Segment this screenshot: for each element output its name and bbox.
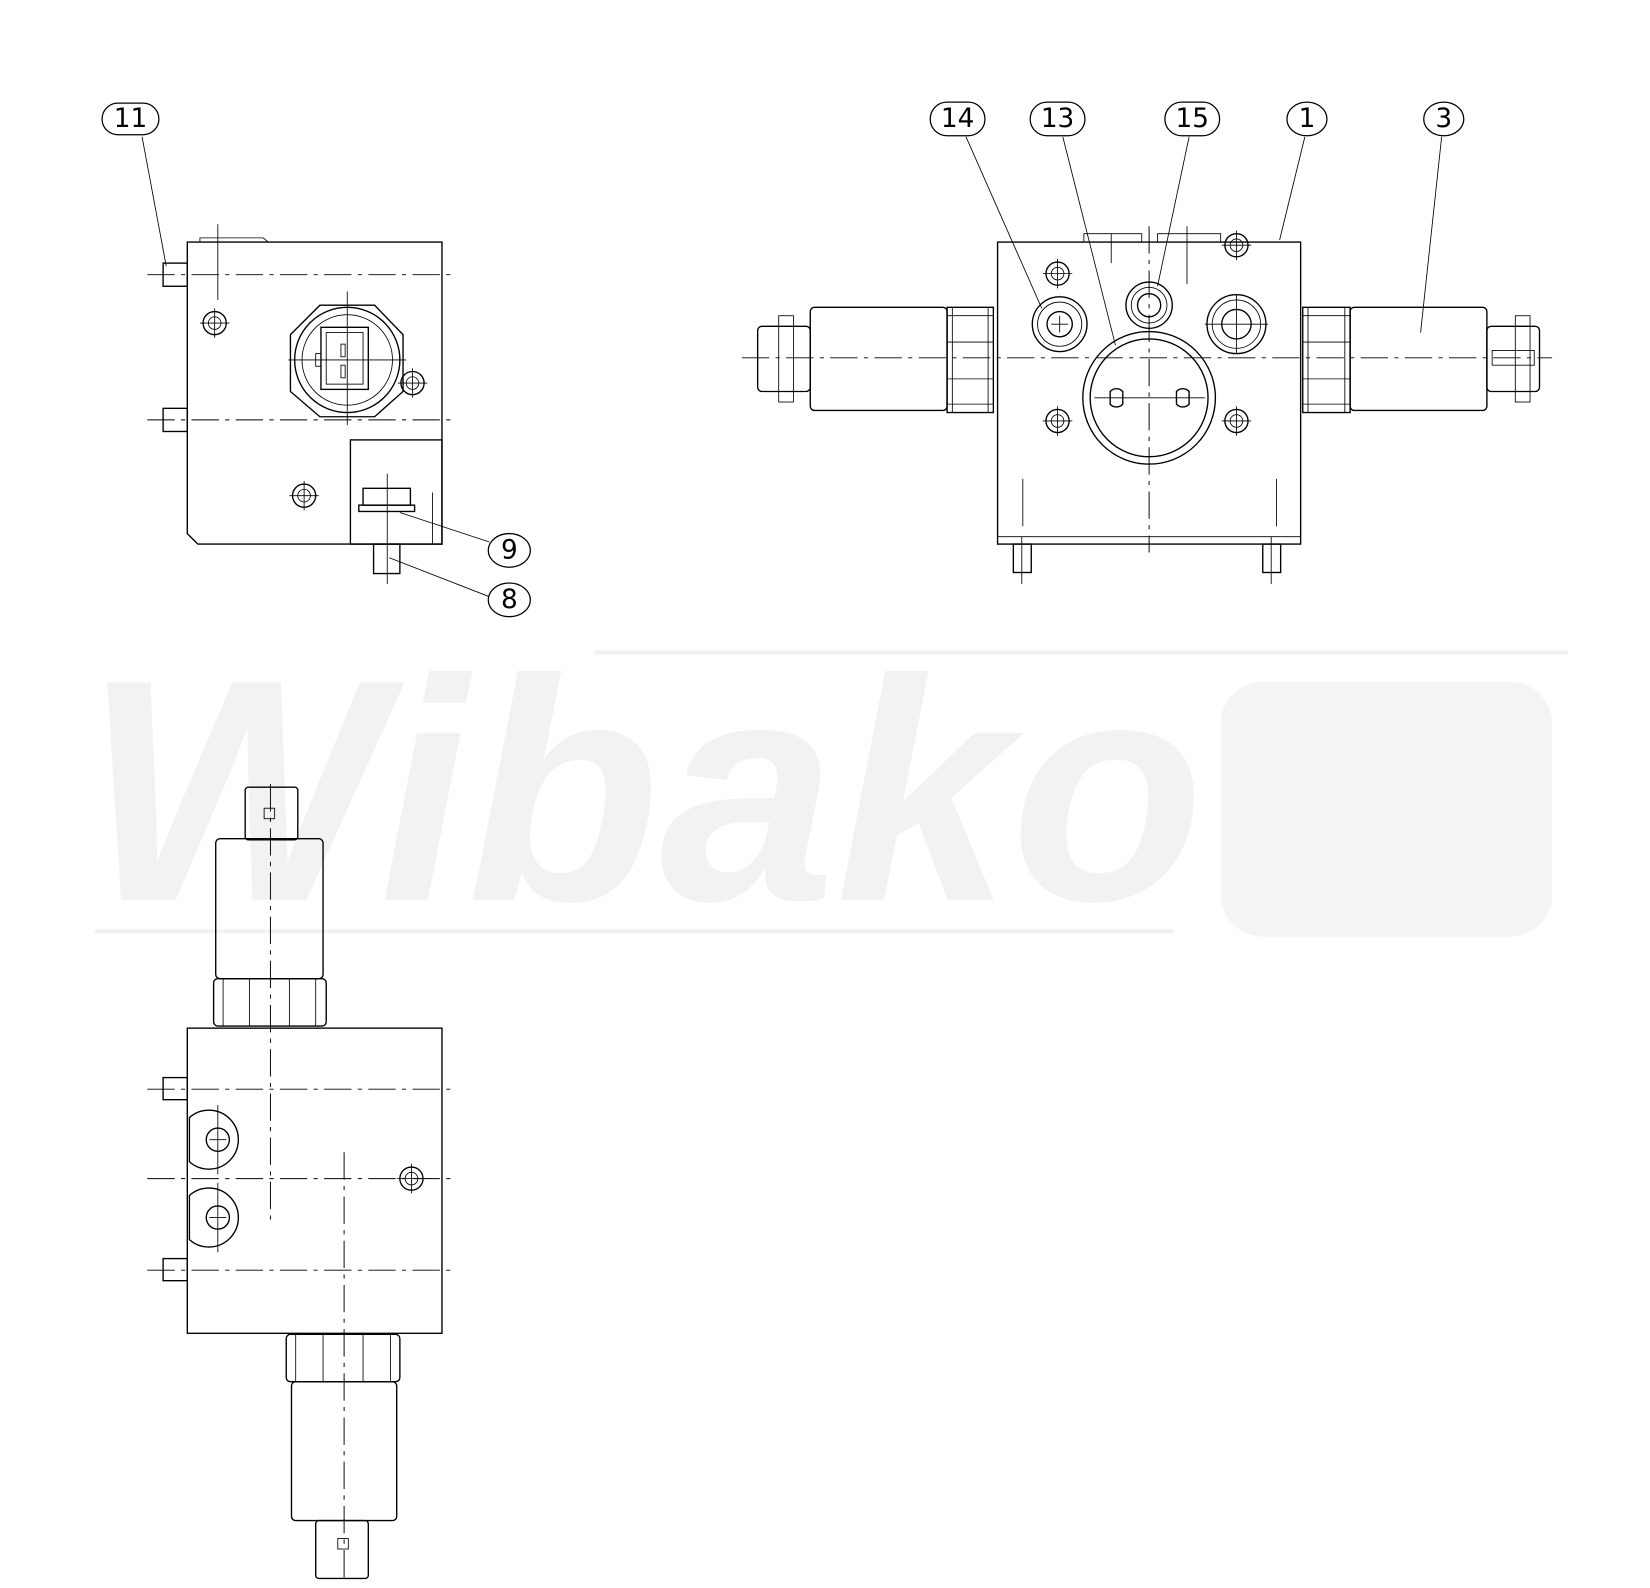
watermark-text: Wibako [84, 614, 1204, 967]
port-plug [188, 1104, 240, 1175]
side-view: 11 9 8 [101, 102, 531, 618]
callout-14: 14 [929, 101, 986, 137]
lower-solenoid [285, 1333, 401, 1580]
svg-text:3: 3 [1435, 104, 1452, 134]
screw-icon [1042, 258, 1073, 289]
screw-icon [1221, 230, 1252, 260]
left-solenoid [756, 306, 995, 414]
svg-text:14: 14 [941, 104, 974, 134]
port-plug [188, 1182, 240, 1253]
screw-icon [1221, 406, 1252, 436]
port-plug [1125, 281, 1173, 330]
screw-icon [396, 1163, 427, 1194]
front-view: 14 13 15 1 3 [741, 101, 1553, 585]
svg-text:15: 15 [1176, 104, 1209, 134]
screw-icon [199, 308, 230, 338]
callout-15: 15 [1164, 101, 1221, 137]
port-plug [1204, 294, 1269, 355]
svg-text:1: 1 [1299, 104, 1316, 134]
screw-icon [289, 480, 319, 511]
wibako-watermark: Wibako [84, 614, 1568, 967]
svg-text:8: 8 [501, 585, 518, 615]
callout-8: 8 [487, 582, 531, 618]
port-plug [1031, 296, 1088, 353]
right-solenoid [1302, 306, 1541, 414]
callout-1: 1 [1286, 101, 1328, 137]
svg-text:11: 11 [114, 104, 147, 134]
screw-icon [397, 368, 428, 398]
upper-solenoid [212, 786, 327, 1027]
svg-text:9: 9 [501, 535, 518, 565]
callout-13: 13 [1029, 101, 1086, 137]
callout-9: 9 [487, 532, 531, 568]
top-view [147, 784, 455, 1584]
svg-text:13: 13 [1041, 104, 1074, 134]
callout-3: 3 [1423, 101, 1465, 137]
screw-icon [1042, 406, 1073, 436]
sensor-connector [288, 291, 407, 426]
callout-11: 11 [101, 102, 160, 136]
main-cartridge [1082, 330, 1217, 465]
